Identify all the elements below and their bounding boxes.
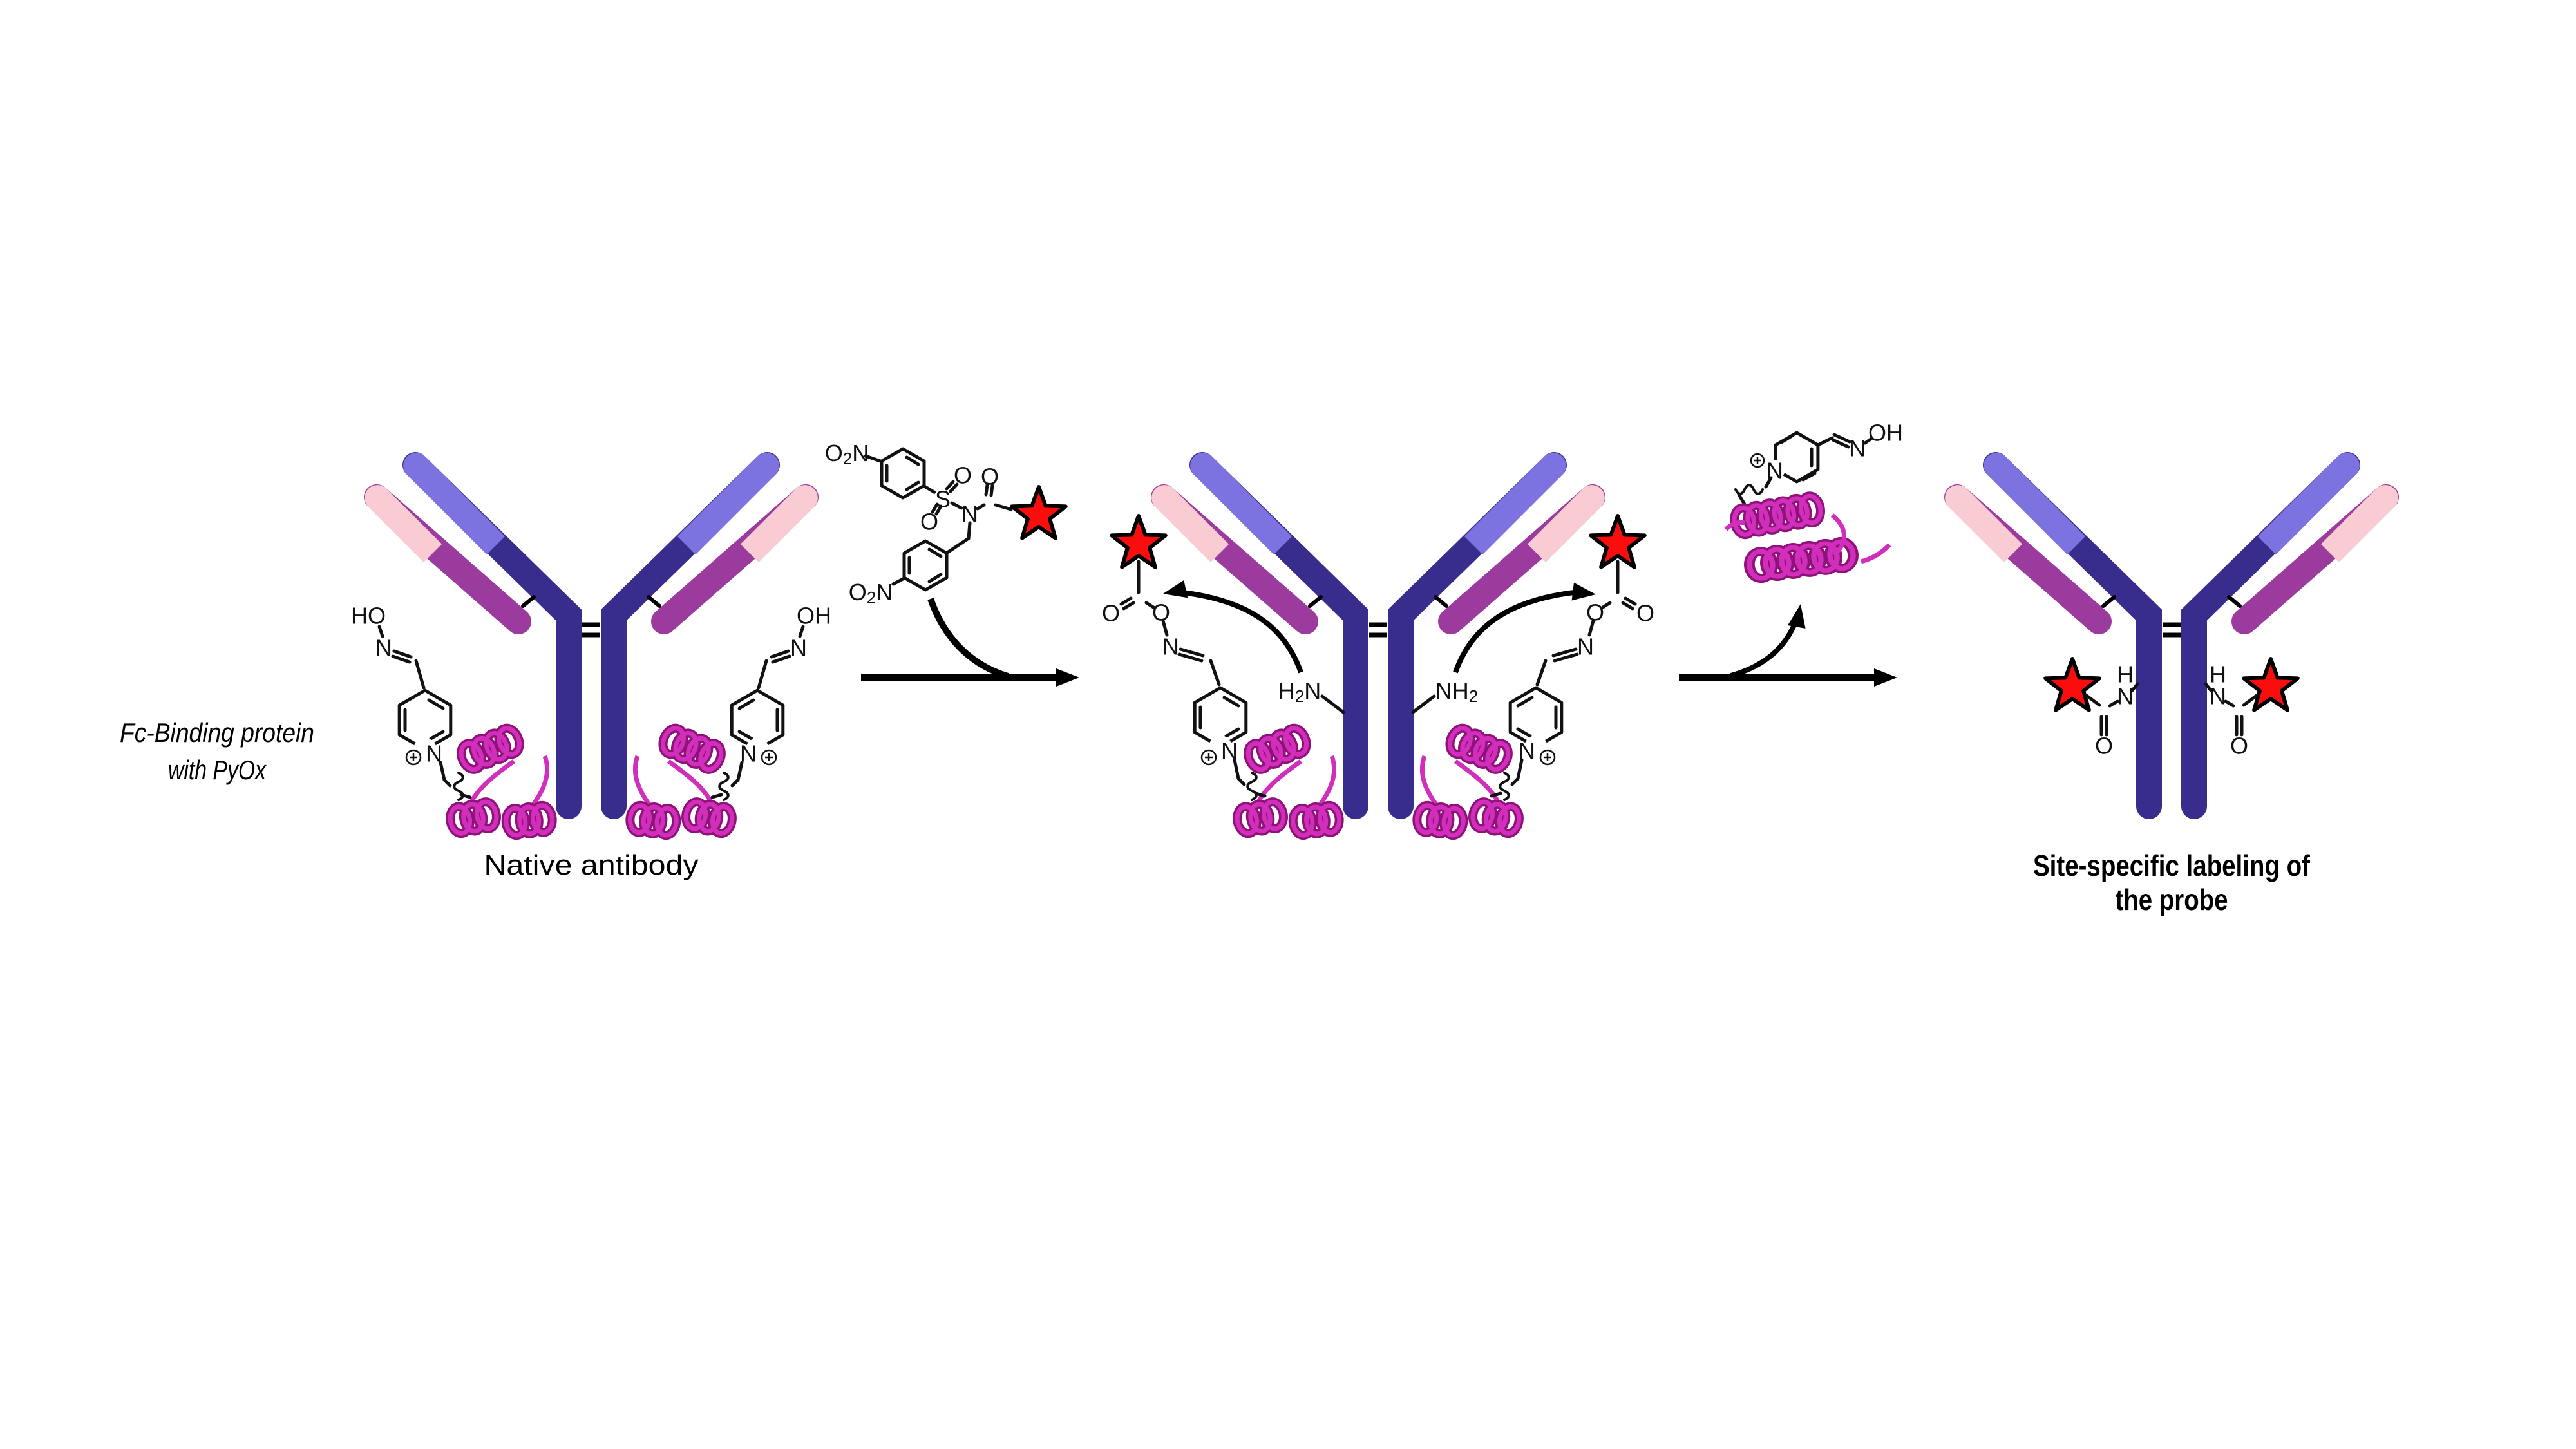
oxime-nitrogen: N [1849, 435, 1866, 462]
fc-binding-label-line2: with PyOx [168, 755, 267, 785]
amide-probe-right: O N H [2204, 659, 2298, 759]
labeled-antibody-panel: O N H O N H Site-specific labeling of th… [1945, 453, 2398, 916]
carbonyl-oxygen: O [981, 464, 999, 490]
probe-star-icon [1112, 516, 1166, 567]
carbonyl-oxygen: O [2230, 733, 2248, 759]
arrowhead-icon [1787, 602, 1810, 629]
reaction-step-1 [861, 598, 1079, 687]
plus-charge-icon [761, 749, 777, 766]
wavy-bond-icon [1246, 772, 1258, 801]
ester-oxygen: O [1152, 600, 1170, 626]
helix-coil [1748, 540, 1855, 580]
sulfonyl-oxygen: O [954, 462, 972, 489]
amide-hydrogen: H [2210, 661, 2226, 688]
carbonyl-oxygen: O [2095, 733, 2113, 759]
oxime-ester-right: O O N N [1490, 516, 1654, 801]
wavy-bond-icon [1734, 484, 1764, 495]
acyl-sulfonamide-reagent: O2N S O O N O2N O [825, 440, 1066, 608]
ester-oxygen: O [1586, 600, 1604, 626]
oxime-nitrogen: N [1577, 634, 1594, 660]
probe-star-icon [2045, 659, 2099, 710]
oxime-nitrogen: N [790, 635, 807, 661]
nitro-group-label: O2N [825, 440, 869, 469]
plus-charge-icon [405, 749, 422, 766]
intermediate-antibody-panel: O O N N O [1102, 453, 1654, 836]
reaction-step-2 [1679, 602, 1897, 687]
product-caption-line2: the probe [2116, 883, 2228, 916]
fc-binding-protein-bundle [448, 725, 554, 837]
lysine-amine-label: H2N [1278, 677, 1321, 706]
sulfur-atom: S [935, 486, 951, 513]
arrowhead-icon [1874, 668, 1897, 687]
amide-nitrogen: N [2210, 683, 2226, 710]
oxime-nitrogen: N [1162, 634, 1179, 660]
lysine-amine-label: NH2 [1435, 677, 1478, 706]
carbonyl-oxygen: O [1636, 600, 1654, 627]
arrowhead-icon [1056, 668, 1079, 687]
fc-binding-protein-bundle [1235, 725, 1341, 837]
fc-binding-label-line1: Fc-Binding protein [120, 717, 314, 748]
native-antibody-panel: HO N N OH N [120, 453, 831, 881]
oxime-ester-left: O O N N [1102, 516, 1267, 801]
carbonyl-oxygen: O [1102, 600, 1120, 627]
mechanism-arrow-left [1161, 580, 1303, 674]
probe-star-icon [1012, 487, 1066, 538]
amide-probe-left: O N H [2045, 659, 2139, 759]
native-antibody-caption: Native antibody [484, 849, 699, 881]
plus-charge-icon [1750, 453, 1765, 468]
hydroxyl-label: OH [1868, 420, 1903, 446]
oxime-nitrogen: N [375, 635, 392, 661]
antibody-structure [1945, 453, 2398, 806]
sulfonyl-oxygen: O [920, 509, 938, 535]
probe-star-icon [1591, 516, 1645, 567]
hydroxyl-label: HO [351, 603, 386, 629]
pyox-structure-right: OH N N [710, 603, 831, 801]
mechanism-arrow-right [1453, 582, 1597, 674]
amide-nitrogen: N [2117, 683, 2134, 710]
wavy-bond-icon [1499, 772, 1510, 801]
amide-hydrogen: H [2117, 661, 2134, 688]
fc-binding-protein-bundle [629, 725, 734, 837]
hydroxyl-label: OH [797, 603, 831, 629]
released-fc-binding-protein: N N OH [1724, 420, 1903, 580]
plus-charge-icon [1200, 749, 1217, 766]
plus-charge-icon [1539, 749, 1556, 766]
pyox-structure-left: HO N N [351, 603, 472, 801]
probe-star-icon [2244, 659, 2298, 710]
helix-coil [1732, 495, 1823, 536]
nitro-group-label: O2N [849, 579, 893, 608]
product-caption-line1: Site-specific labeling of [2033, 849, 2311, 882]
